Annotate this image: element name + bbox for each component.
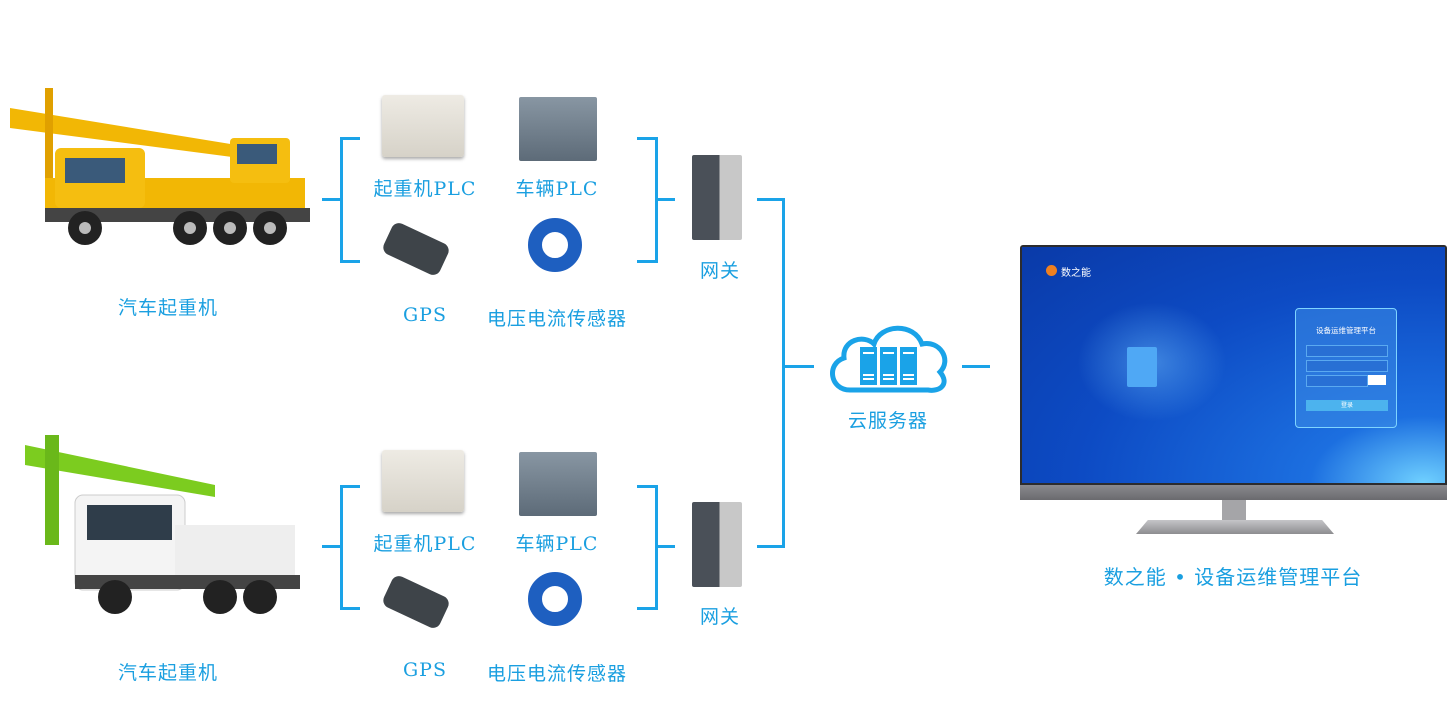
logo-text: 数之能 — [1061, 268, 1091, 279]
monitor-stand — [1222, 500, 1246, 522]
bracket-arm — [340, 260, 360, 263]
crane-truck-green-image — [25, 435, 300, 614]
bracket-arm — [637, 607, 657, 610]
crane-plc-image — [382, 450, 464, 512]
gateway-image — [692, 502, 742, 587]
vehicle-plc-image — [519, 452, 597, 516]
vehicle-label: 汽车起重机 — [117, 662, 219, 684]
current-sensor-image — [528, 218, 582, 272]
bracket-arm — [637, 260, 657, 263]
gps-image — [380, 220, 452, 278]
gps-image — [380, 573, 452, 631]
device-label: GPS — [403, 659, 447, 681]
monitor-bezel — [1020, 485, 1447, 500]
username-input[interactable] — [1306, 345, 1388, 357]
current-sensor-image — [528, 572, 582, 626]
connector-line — [757, 545, 784, 548]
connector-line — [782, 365, 814, 368]
monitor-base — [1136, 520, 1334, 534]
server-illustration — [1127, 347, 1157, 387]
login-title: 设备运维管理平台 — [1316, 326, 1376, 335]
connector-line — [757, 198, 784, 201]
gateway-image — [692, 155, 742, 240]
platform-screen: 数之能 设备运维管理平台 登录 — [1022, 247, 1445, 483]
vehicle-label: 汽车起重机 — [117, 297, 219, 319]
login-panel: 设备运维管理平台 登录 — [1295, 308, 1397, 428]
cloud-label: 云服务器 — [847, 410, 929, 432]
crane-truck-yellow-image — [10, 88, 310, 245]
vehicle-plc-image — [519, 97, 597, 161]
device-label: 起重机PLC — [373, 533, 477, 555]
gateway-label: 网关 — [699, 606, 741, 628]
logo-icon — [1046, 265, 1057, 276]
captcha-input[interactable] — [1306, 375, 1368, 387]
device-label: 车辆PLC — [515, 533, 599, 555]
crane-plc-image — [382, 95, 464, 157]
bracket-arm — [637, 137, 657, 140]
connector-line — [655, 198, 675, 201]
connector-line — [322, 545, 342, 548]
device-label: 电压电流传感器 — [486, 663, 628, 685]
bracket-arm — [340, 137, 360, 140]
platform-caption: 数之能 • 设备运维管理平台 — [1103, 565, 1363, 589]
bracket-left — [340, 137, 343, 263]
device-label: 起重机PLC — [373, 178, 477, 200]
bracket-arm — [340, 485, 360, 488]
device-label: GPS — [403, 304, 447, 326]
captcha-image[interactable] — [1368, 375, 1386, 385]
connector-line — [655, 545, 675, 548]
login-button[interactable]: 登录 — [1306, 400, 1388, 411]
bracket-left — [340, 485, 343, 610]
bracket-arm — [340, 607, 360, 610]
trunk-line — [782, 198, 785, 548]
device-label: 电压电流传感器 — [486, 308, 628, 330]
connector-line — [322, 198, 342, 201]
device-label: 车辆PLC — [515, 178, 599, 200]
gateway-label: 网关 — [699, 260, 741, 282]
password-input[interactable] — [1306, 360, 1388, 372]
cloud-server-icon — [830, 325, 948, 393]
bracket-arm — [637, 485, 657, 488]
connector-line — [962, 365, 990, 368]
